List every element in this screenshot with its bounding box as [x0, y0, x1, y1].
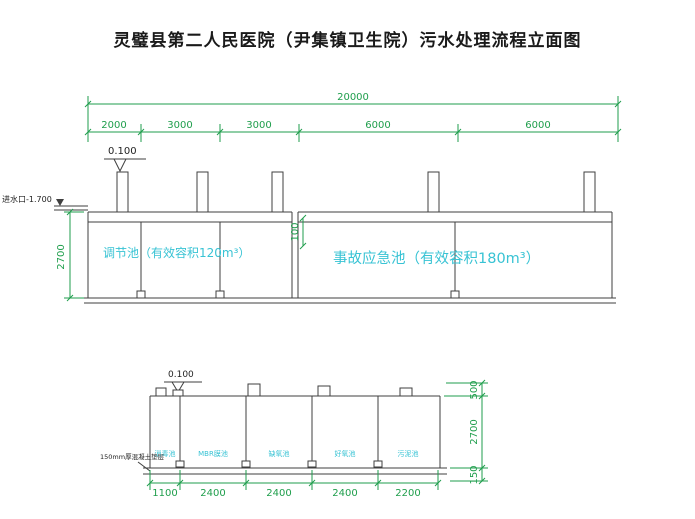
tank1-label: 调节池（有效容积120m³）: [103, 245, 250, 260]
upper-dim-gap: 100: [290, 214, 307, 250]
compartment-1-label: 消毒池: [155, 449, 176, 458]
upper-dim-total: 20000: [84, 92, 622, 142]
upper-elevation-label: 0.100: [108, 146, 137, 157]
upper-dim-total-label: 20000: [337, 92, 369, 103]
lower-pipe-stubs: [155, 383, 413, 397]
tank2-label: 事故应急池（有效容积180m³）: [333, 249, 540, 267]
compartment-4-label: 好氧池: [335, 449, 356, 458]
upper-tank-outline: [84, 211, 616, 304]
lower-dim-right-2: 2700: [469, 419, 480, 444]
lower-tank-outline: [143, 395, 447, 475]
upper-dim-gap-label: 100: [290, 222, 301, 241]
upper-dim-segments: 2000 3000 3000 6000 6000: [84, 120, 622, 142]
lower-dim-bottom: 1100 2400 2400 2400 2200: [146, 470, 442, 499]
upper-pipe-stubs: [116, 171, 596, 213]
compartment-2-label: MBR膜池: [198, 449, 228, 458]
upper-elevation-marker: 0.100: [104, 146, 146, 173]
lower-dim-4: 2400: [332, 488, 357, 499]
upper-dim-seg-2: 3000: [167, 120, 192, 131]
upper-dim-seg-3: 3000: [246, 120, 271, 131]
lower-elevation-label: 0.100: [168, 370, 194, 380]
lower-dim-3: 2400: [266, 488, 291, 499]
compartment-5-label: 污泥池: [398, 449, 419, 458]
inlet-label: 进水口-1.700: [2, 194, 52, 204]
cushion-note-label: 150mm厚混凝土垫层: [100, 452, 165, 461]
drawing-title: 灵璧县第二人民医院（尹集镇卫生院）污水处理流程立面图: [113, 31, 582, 50]
lower-dim-5: 2200: [395, 488, 420, 499]
compartment-3-label: 缺氧池: [269, 449, 290, 458]
upper-dim-seg-4: 6000: [365, 120, 390, 131]
upper-dim-seg-5: 6000: [525, 120, 550, 131]
upper-dim-height: 2700: [56, 208, 84, 302]
lower-compartment-labels: 消毒池 MBR膜池 缺氧池 好氧池 污泥池: [155, 449, 419, 458]
lower-dim-2: 2400: [200, 488, 225, 499]
lower-dim-1: 1100: [152, 488, 177, 499]
upper-dim-seg-1: 2000: [101, 120, 126, 131]
inlet-pipe: 进水口-1.700: [2, 194, 88, 211]
lower-dim-right-1: 500: [469, 380, 480, 399]
lower-dim-right: 500 2700 150: [444, 379, 488, 485]
cushion-note: 150mm厚混凝土垫层: [100, 452, 165, 472]
lower-dim-right-3: 150: [469, 465, 480, 484]
lower-elevation-marker: 0.100: [164, 370, 202, 393]
upper-dim-height-label: 2700: [56, 244, 67, 269]
